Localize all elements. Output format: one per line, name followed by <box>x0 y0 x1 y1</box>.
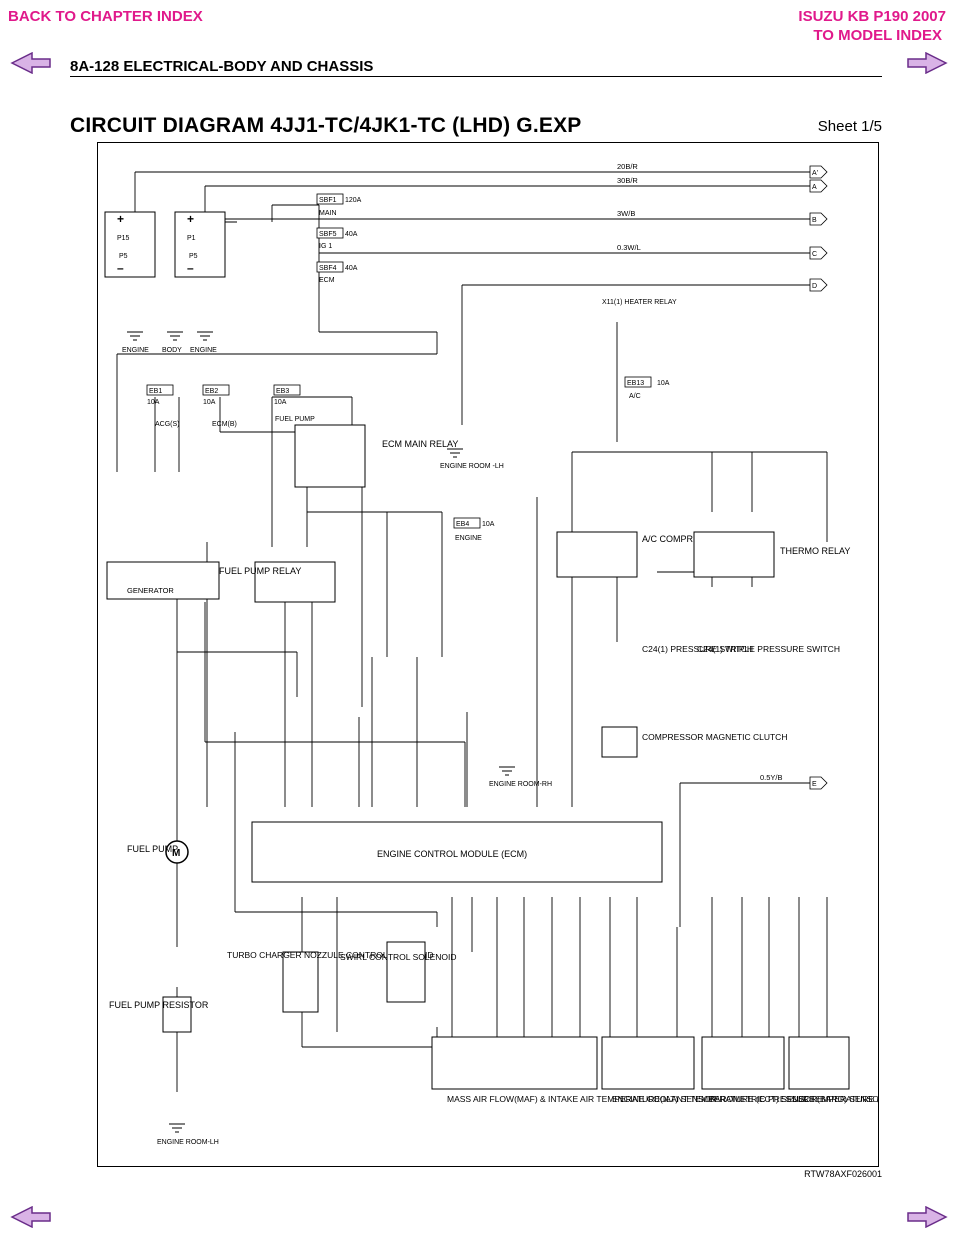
svg-text:P5: P5 <box>189 253 198 260</box>
header-divider <box>70 76 882 77</box>
ect-sensor-label: ENGINE COOLANT TEMPERATURE (ECT) SENSOR <box>612 1094 817 1104</box>
ground-label: ENGINE <box>122 347 149 354</box>
ground-label: ENGINE ROOM -LH <box>440 463 504 470</box>
fuse-rating: 10A <box>274 399 287 406</box>
fuel-pump-relay-label: FUEL PUMP RELAY <box>219 566 301 576</box>
generator-label: GENERATOR <box>127 586 174 595</box>
fuse-id: EB4 <box>456 521 469 528</box>
bus-endpoint: B <box>812 217 817 224</box>
bus-label: 20B/R <box>617 162 638 171</box>
model-title-link[interactable]: ISUZU KB P190 2007 <box>798 8 946 25</box>
fuse-rating: 10A <box>147 399 160 406</box>
right-arrow-icon[interactable] <box>906 52 948 74</box>
bus-endpoint: E <box>812 781 817 788</box>
svg-text:P15: P15 <box>117 235 130 242</box>
fuse-name: ENGINE <box>455 535 482 542</box>
ecm-main-relay-label: ECM MAIN RELAY <box>382 439 458 449</box>
fusible-link-name: MAIN <box>319 210 337 217</box>
to-model-index-link[interactable]: TO MODEL INDEX <box>813 27 942 44</box>
pressure-switch-label: C24(1) PRESSURE SWITCH <box>642 644 753 654</box>
left-arrow-icon[interactable] <box>10 52 52 74</box>
fusible-link-rating: 40A <box>345 231 358 238</box>
motor-symbol: M <box>172 848 180 859</box>
fusible-link-name: ECM <box>319 277 335 284</box>
fusible-link-rating: 40A <box>345 265 358 272</box>
fusible-link-id: SBF5 <box>319 231 337 238</box>
svg-text:+: + <box>117 212 124 226</box>
svg-text:+: + <box>187 212 194 226</box>
triple-switch-label: C24(1) TRIPLE PRESSURE SWITCH <box>697 644 840 654</box>
heater-relay-label: X11(1) HEATER RELAY <box>602 299 677 306</box>
page-header: 8A-128 ELECTRICAL-BODY AND CHASSIS <box>70 58 374 75</box>
svg-text:–: – <box>187 261 194 275</box>
fuel-pump-resistor-label: FUEL PUMP RESISTOR <box>109 1000 209 1010</box>
back-to-chapter-index-link[interactable]: BACK TO CHAPTER INDEX <box>8 8 203 25</box>
circuit-diagram: 20B/R 30B/R 3W/B 0.3W/L 0.5Y/B A' A B C … <box>97 142 879 1167</box>
bus-endpoint: A <box>812 184 817 191</box>
turbo-solenoid-label: TURBO CHARGER NOZZULE CONTROL SOLENOID <box>227 950 434 960</box>
svg-text:P1: P1 <box>187 235 196 242</box>
figure-reference: RTW78AXF026001 <box>804 1169 882 1179</box>
diagram-title: CIRCUIT DIAGRAM 4JJ1-TC/4JK1-TC (LHD) G.… <box>70 114 582 137</box>
sheet-number: Sheet 1/5 <box>817 118 882 135</box>
fuse-name: A/C <box>629 393 641 400</box>
right-arrow-icon[interactable] <box>906 1206 948 1228</box>
bus-label: 3W/B <box>617 209 635 218</box>
ground-label: BODY <box>162 347 182 354</box>
ground-label: ENGINE ROOM-RH <box>489 781 552 788</box>
fusible-link-name: IG 1 <box>319 243 332 250</box>
ground-label: ENGINE ROOM-LH <box>157 1139 219 1146</box>
fusible-link-rating: 120A <box>345 197 362 204</box>
bus-label: 0.5Y/B <box>760 773 783 782</box>
left-arrow-icon[interactable] <box>10 1206 52 1228</box>
fuse-rating: 10A <box>482 521 495 528</box>
fuel-pump-label: FUEL PUMP <box>127 844 178 854</box>
fusible-link-id: SBF4 <box>319 265 337 272</box>
fusible-link-id: SBF1 <box>319 197 337 204</box>
svg-text:P5: P5 <box>119 253 128 260</box>
svg-text:–: – <box>117 261 124 275</box>
bus-label: 30B/R <box>617 176 638 185</box>
ecm-label: ENGINE CONTROL MODULE (ECM) <box>377 849 527 859</box>
fuse-id: EB13 <box>627 380 644 387</box>
fuse-id: EB3 <box>276 388 289 395</box>
thermo-relay-label: THERMO RELAY <box>780 546 850 556</box>
fuse-name: FUEL PUMP <box>275 416 315 423</box>
bus-endpoint: A' <box>812 170 818 177</box>
ft-sensor-label: FUEL TEMPERATURE (FT) SENSOR <box>787 1094 879 1104</box>
baro-sensor-label: BAROMETRIC PRESSURE (BARO) SENSOR <box>709 1094 879 1104</box>
ground-label: ENGINE <box>190 347 217 354</box>
fuse-name: ACG(S) <box>155 421 180 428</box>
swirl-solenoid-label: SWIRL CONTROL SOLENOID <box>340 952 457 962</box>
fuse-rating: 10A <box>203 399 216 406</box>
bus-endpoint: D <box>812 283 817 290</box>
fuse-rating: 10A <box>657 380 670 387</box>
fuse-id: EB2 <box>205 388 218 395</box>
fuse-id: EB1 <box>149 388 162 395</box>
maf-sensor-label: MASS AIR FLOW(MAF) & INTAKE AIR TEMPERAT… <box>447 1094 717 1104</box>
clutch-label: COMPRESSOR MAGNETIC CLUTCH <box>642 732 787 742</box>
fuse-name: ECM(B) <box>212 421 237 428</box>
bus-label: 0.3W/L <box>617 243 641 252</box>
bus-endpoint: C <box>812 251 817 258</box>
